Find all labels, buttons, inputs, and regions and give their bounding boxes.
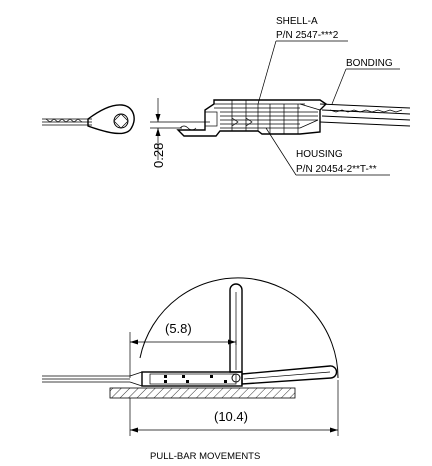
thickness-dimension: 0.28 (150, 98, 210, 168)
pull-bar-view: (5.8) (10.4) PULL-BAR MOVEMENTS (42, 277, 339, 462)
thickness-label: 0.28 (151, 143, 166, 168)
shell-pn: P/N 2547-***2 (276, 30, 339, 41)
label-shell-a: SHELL-A P/N 2547-***2 (257, 16, 348, 105)
dimension-long: (10.4) (129, 380, 339, 436)
right-cable (319, 103, 411, 127)
bottom-connector (141, 371, 243, 387)
label-bonding: BONDING (331, 58, 400, 105)
label-housing: HOUSING P/N 20454-2**T-** (265, 127, 390, 176)
pull-tab (87, 104, 135, 135)
dim-long-label: (10.4) (214, 409, 248, 424)
housing-label: HOUSING (296, 149, 343, 160)
left-cable (42, 118, 92, 126)
pull-bar-extended (241, 365, 338, 385)
shell-label: SHELL-A (276, 16, 318, 27)
dim-short-label: (5.8) (165, 321, 192, 336)
connector-body (176, 99, 328, 137)
swing-arc (139, 277, 339, 379)
bottom-left-cable (42, 371, 143, 387)
side-view: 0.28 SHELL-A P/N 2547-***2 (42, 16, 411, 176)
pull-bar-vertical (229, 283, 243, 383)
dimension-short: (5.8) (129, 321, 237, 378)
caption: PULL-BAR MOVEMENTS (150, 451, 260, 462)
bonding-label: BONDING (346, 58, 393, 69)
housing-pn: P/N 20454-2**T-** (296, 164, 377, 175)
board (109, 387, 296, 399)
